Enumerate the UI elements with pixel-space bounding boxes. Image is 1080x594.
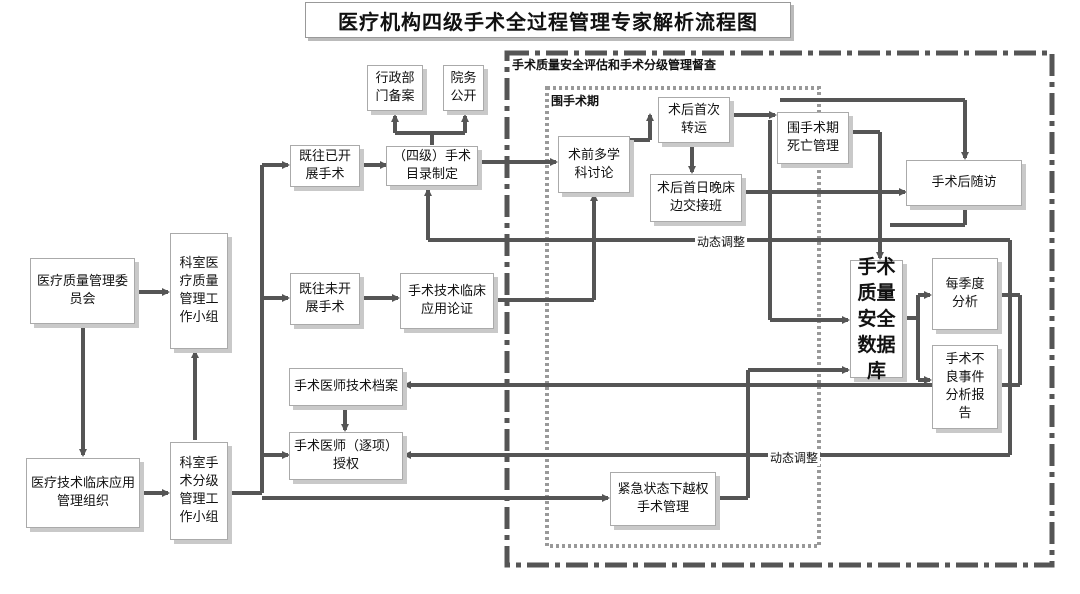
- catalog-node[interactable]: （四级）手术 目录制定: [386, 146, 478, 186]
- surgeon-archive-node[interactable]: 手术医师技术档案: [289, 368, 403, 406]
- tech-org-node[interactable]: 医疗技术临床应用 管理组织: [26, 458, 140, 528]
- quality-committee-node[interactable]: 医疗质量管理委 员会: [30, 258, 135, 324]
- admin-record-node[interactable]: 行政部 门备案: [367, 65, 423, 111]
- followup-node[interactable]: 手术后随访: [906, 160, 1022, 206]
- clinical-demo-node[interactable]: 手术技术临床 应用论证: [400, 273, 494, 329]
- performed-before-node[interactable]: 既往已开 展手术: [290, 145, 360, 187]
- dept-quality-group-node[interactable]: 科室医 疗质量 管理工 作小组: [170, 233, 228, 349]
- page-title: 医疗机构四级手术全过程管理专家解析流程图: [305, 2, 791, 38]
- first-night-node[interactable]: 术后首日晚床 边交接班: [650, 174, 742, 222]
- outer-region-label: 手术质量安全评估和手术分级管理督查: [510, 56, 719, 73]
- inner-region-border: [545, 86, 821, 548]
- first-transfer-node[interactable]: 术后首次 转运: [658, 97, 730, 143]
- death-mgmt-node[interactable]: 围手术期 死亡管理: [777, 112, 849, 164]
- emergency-node[interactable]: 紧急状态下越权 手术管理: [610, 472, 716, 526]
- dept-grading-group-node[interactable]: 科室手 术分级 管理工 作小组: [170, 442, 228, 540]
- inner-region-label: 围手术期: [549, 92, 602, 109]
- quality-database-node[interactable]: 手术 质量 安全 数据 库: [850, 256, 903, 382]
- quarterly-analysis-node[interactable]: 每季度 分析: [932, 258, 998, 330]
- surgeon-authorize-node[interactable]: 手术医师（逐项） 授权: [289, 432, 403, 480]
- dynamic-adjust-label-2: 动态调整: [768, 449, 821, 466]
- mdt-node[interactable]: 术前多学 科讨论: [558, 136, 630, 193]
- adverse-event-node[interactable]: 手术不 良事件 分析报 告: [932, 345, 998, 429]
- hospital-public-node[interactable]: 院务 公开: [443, 65, 484, 111]
- outer-region-border: [504, 50, 1055, 568]
- dynamic-adjust-label-1: 动态调整: [695, 233, 748, 250]
- not-performed-before-node[interactable]: 既往未开 展手术: [290, 273, 360, 325]
